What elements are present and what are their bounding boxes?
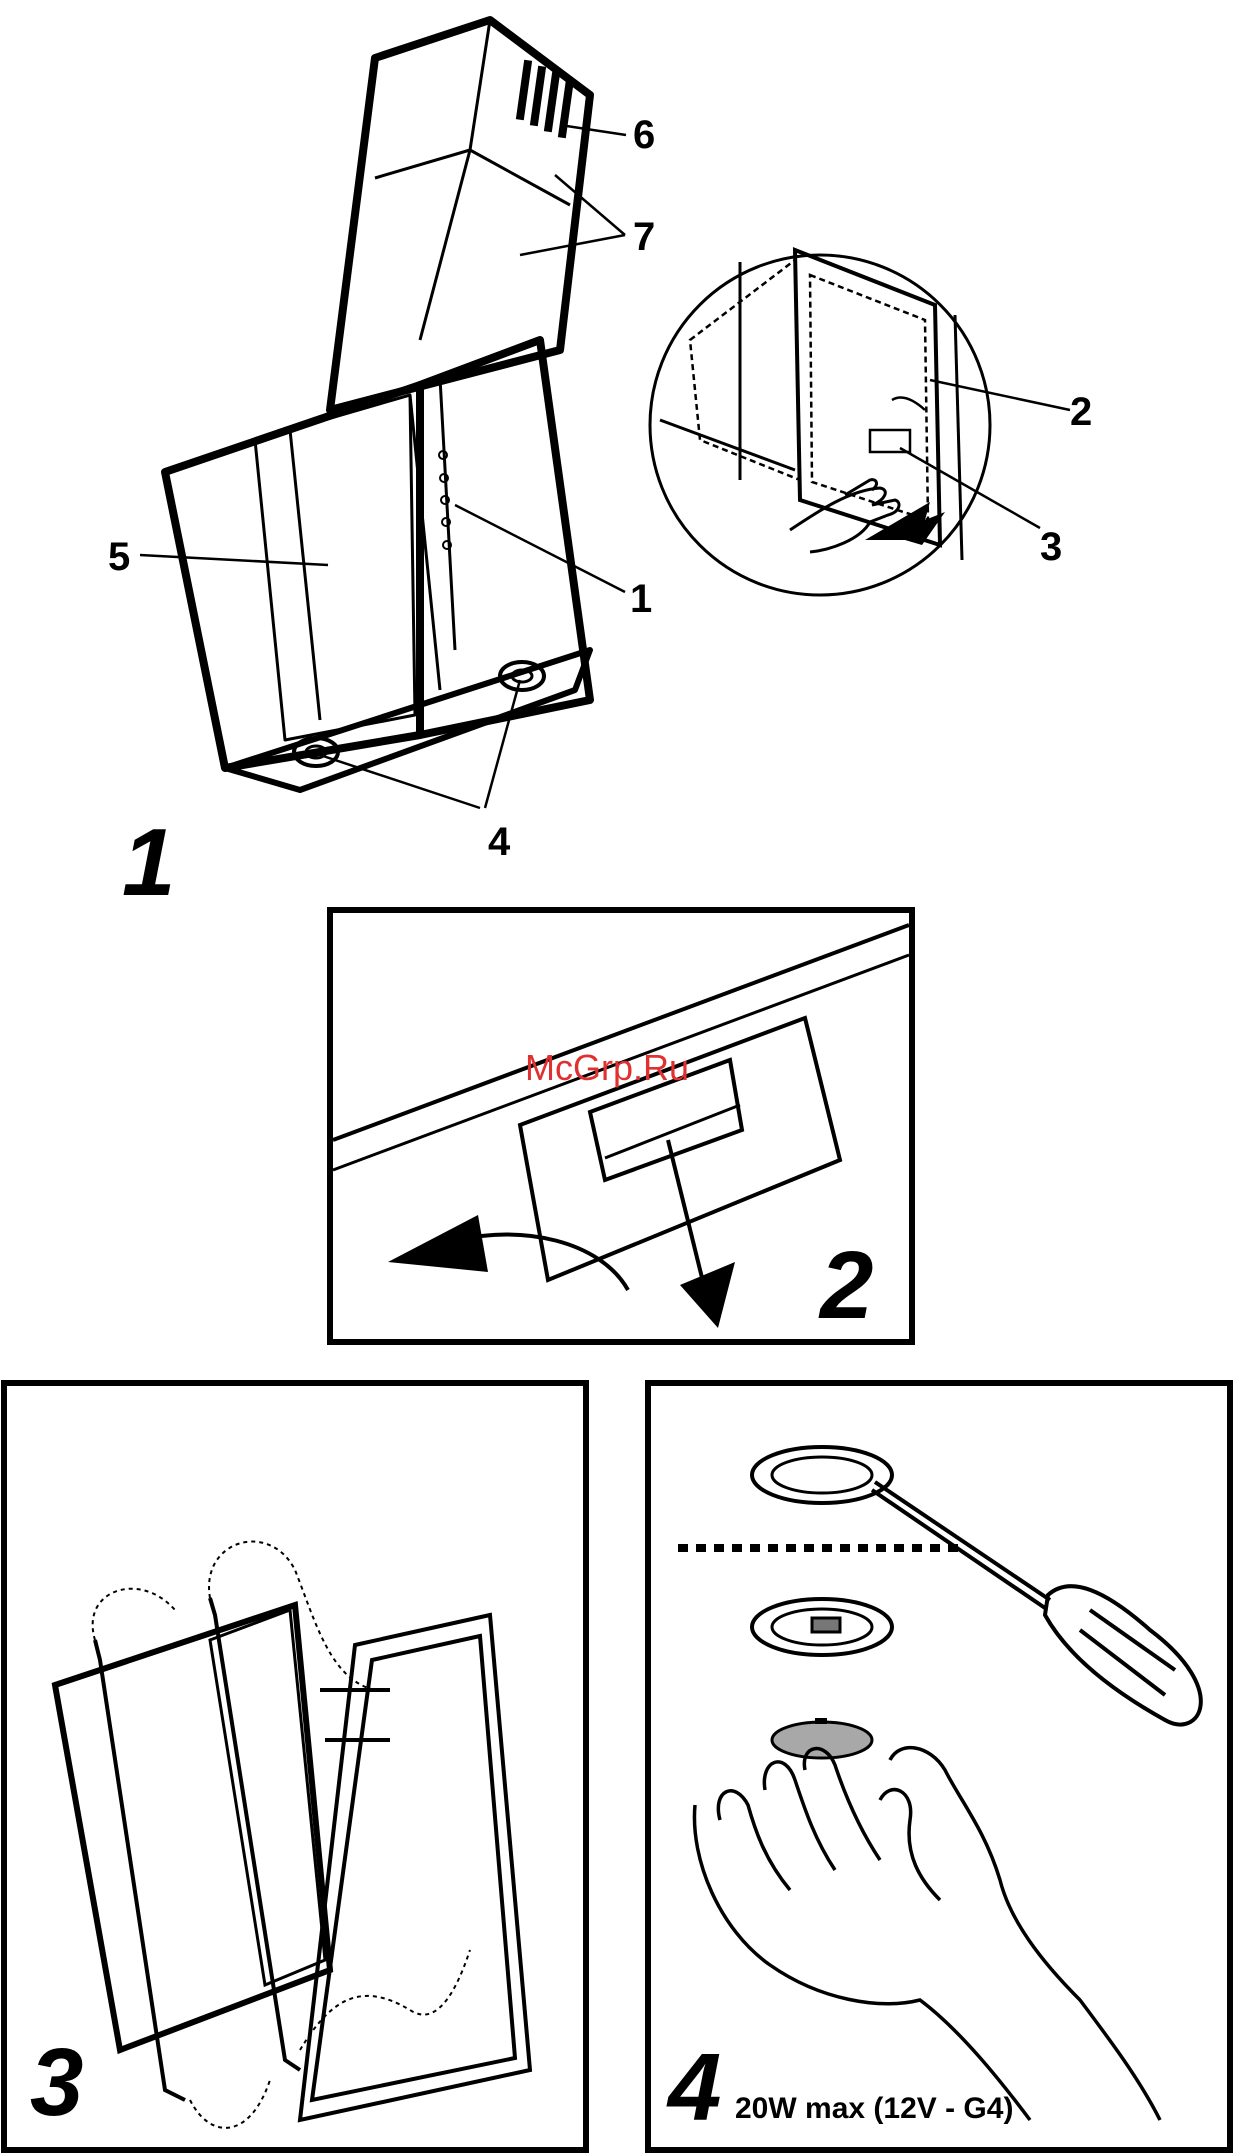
- callout-7: 7: [633, 215, 655, 259]
- screwdriver-icon: [872, 1482, 1201, 1724]
- callout-2: 2: [1070, 390, 1092, 434]
- callout-5: 5: [108, 535, 130, 579]
- figure-4: 4 20W max (12V - G4): [648, 1383, 1230, 2150]
- figure-4-number: 4: [666, 2034, 721, 2141]
- hood-bottom: [225, 650, 590, 790]
- hook-wire: [95, 1598, 300, 2100]
- callout-3: 3: [1040, 525, 1062, 569]
- lamp-lens-icon: [772, 1718, 872, 1758]
- figure-1-number: 1: [122, 809, 175, 916]
- callout-6: 6: [633, 113, 655, 157]
- arrow-left-icon: [388, 1215, 488, 1272]
- figure-1-detail: 2 3: [650, 250, 1092, 595]
- canopy-panel: [165, 340, 590, 768]
- figure-1: 6 7 1 5 4 1: [108, 20, 655, 916]
- figure-2-number: 2: [818, 1232, 873, 1339]
- figure-3-number: 3: [30, 2029, 83, 2136]
- figure-2: 2: [330, 910, 912, 1342]
- hand-icon: [694, 1748, 1160, 2120]
- lamp-spec-label: 20W max (12V - G4): [735, 2092, 1013, 2125]
- callout-1: 1: [630, 577, 652, 621]
- arrow-down-icon: [680, 1262, 735, 1328]
- callout-4: 4: [488, 820, 511, 864]
- watermark: McGrp.Ru: [525, 1047, 689, 1088]
- figure-3: 3: [4, 1383, 586, 2150]
- chimney: [330, 20, 590, 410]
- lamp-socket-icon: [752, 1599, 892, 1655]
- lamp-icon: [752, 1447, 892, 1503]
